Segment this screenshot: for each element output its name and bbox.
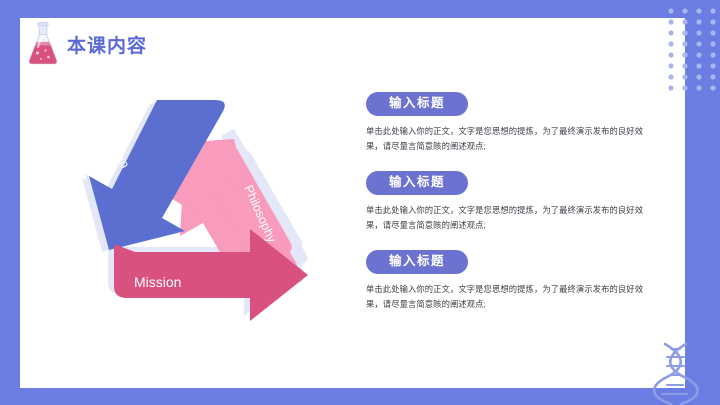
block-body-text: 单击此处输入你的正文，文字是您思想的提炼，为了最终演示发布的良好效果，请尽量言简… xyxy=(366,283,644,310)
dot-grid xyxy=(668,8,716,91)
dna-helix-icon xyxy=(652,342,699,405)
block-title-pill[interactable]: 输入标题 xyxy=(366,249,469,274)
block-body-text: 单击此处输入你的正文，文字是您思想的提炼，为了最终演示发布的良好效果，请尽量言简… xyxy=(366,204,644,231)
block-body-text: 单击此处输入你的正文，文字是您思想的提炼，为了最终演示发布的良好效果，请尽量言简… xyxy=(366,126,644,152)
content-block: 输入标题 单击此处输入你的正文，文字是您思想的提炼，为了最终演示发布的良好效果，… xyxy=(366,92,666,155)
arrow-mission xyxy=(114,229,308,321)
flask-icon xyxy=(28,22,58,65)
page-header: 本课内容 xyxy=(22,18,222,70)
arrow-philosophy-shaft xyxy=(198,153,298,274)
content-block: 输入标题 单击此处输入你的正文，文字是您思想的提炼，为了最终演示发布的良好效果，… xyxy=(366,170,666,234)
arrow-vision xyxy=(89,100,225,250)
recycle-diagram: Vision Philosophy Mission xyxy=(58,92,328,347)
page-title: 本课内容 xyxy=(67,35,148,57)
content-block-list: 输入标题 单击此处输入你的正文，文字是您思想的提炼，为了最终演示发布的良好效果，… xyxy=(366,92,666,328)
block-title-pill[interactable]: 输入标题 xyxy=(366,92,469,117)
content-block: 输入标题 单击此处输入你的正文，文字是您思想的提炼，为了最终演示发布的良好效果，… xyxy=(366,249,666,313)
block-title-pill[interactable]: 输入标题 xyxy=(366,170,469,195)
recycle-diagram-svg xyxy=(82,100,308,321)
